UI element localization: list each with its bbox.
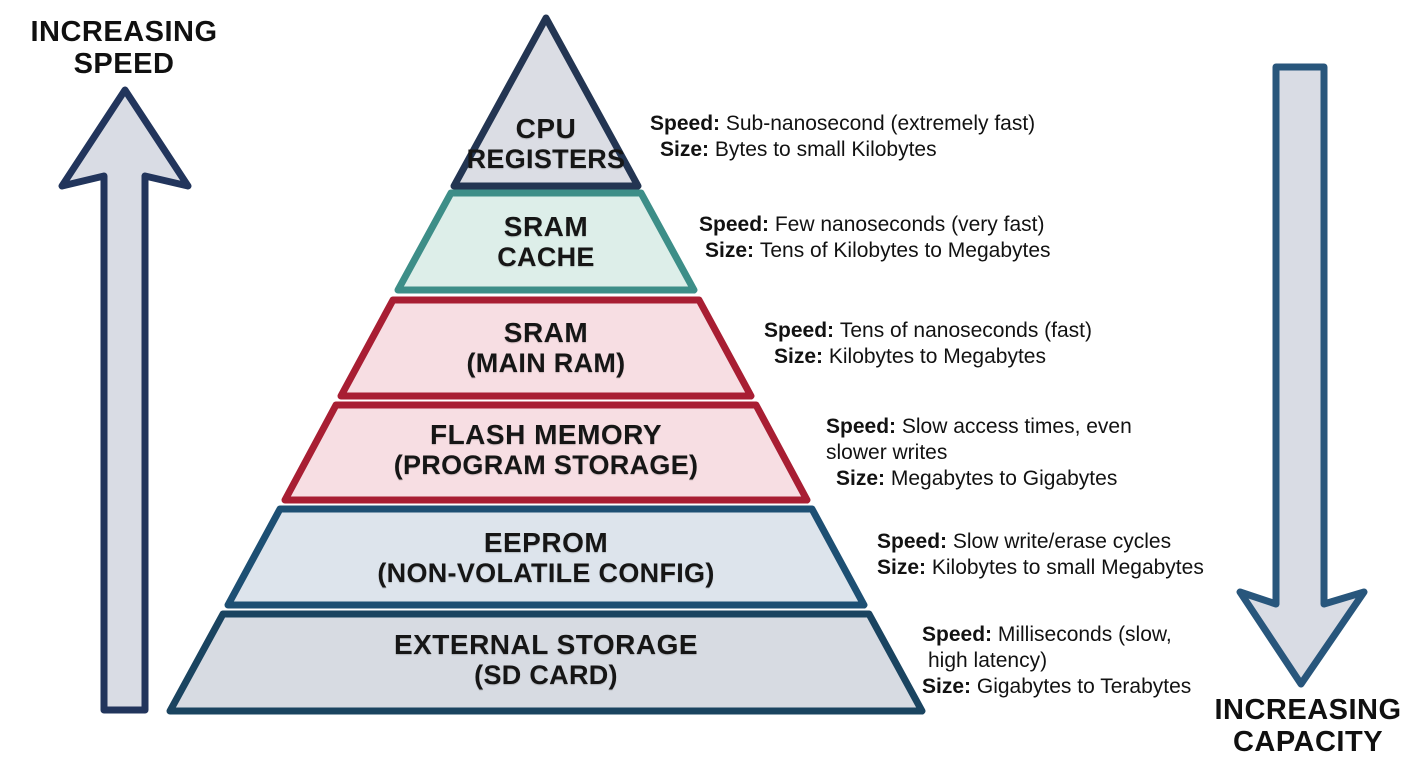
label-line: (NON-VOLATILE CONFIG) [377, 558, 715, 588]
size-value: Gigabytes to Terabytes [976, 675, 1192, 698]
pyramid-level-eeprom [224, 505, 868, 609]
speed-label: Speed: [877, 530, 948, 553]
increasing-speed-line1: INCREASING [30, 16, 218, 48]
label-line: (SD CARD) [474, 660, 618, 690]
size-line: Size:Bytes to small Kilobytes [650, 137, 1035, 163]
speed-line: Speed:Slow access times, even [826, 414, 1132, 440]
pyramid-level-flash-memory [281, 401, 811, 504]
speed-value: Few nanoseconds (very fast) [774, 213, 1045, 236]
pyramid-level-sram-cache [394, 189, 698, 294]
size-line: Size:Tens of Kilobytes to Megabytes [699, 238, 1051, 264]
increasing-speed-arrow-icon [58, 86, 192, 714]
size-value: Kilobytes to Megabytes [828, 345, 1046, 368]
speed-value-continued: high latency) [928, 649, 1048, 672]
speed-line: Speed:Milliseconds (slow, [922, 622, 1191, 648]
label-line: FLASH MEMORY [429, 419, 663, 450]
annotation-sram-cache: Speed:Few nanoseconds (very fast) Size:T… [699, 212, 1051, 264]
label-flash-memory: FLASH MEMORY (PROGRAM STORAGE) [393, 419, 699, 481]
annotation-external-storage: Speed:Milliseconds (slow, high latency) … [922, 622, 1191, 700]
size-line: Size:Kilobytes to Megabytes [764, 344, 1092, 370]
speed-label: Speed: [699, 213, 770, 236]
speed-label: Speed: [650, 112, 721, 135]
annotation-sram-main-ram: Speed:Tens of nanoseconds (fast) Size:Ki… [764, 318, 1092, 370]
label-line: SRAM [503, 211, 589, 242]
increasing-capacity-line2: CAPACITY [1232, 726, 1384, 758]
speed-line: Speed:Few nanoseconds (very fast) [699, 212, 1051, 238]
increasing-capacity-arrow-icon [1236, 63, 1368, 688]
size-label: Size: [774, 345, 824, 368]
speed-line: Speed:Sub-nanosecond (extremely fast) [650, 111, 1035, 137]
label-line: CACHE [497, 242, 595, 272]
increasing-capacity-line1: INCREASING [1214, 694, 1402, 726]
increasing-speed-title: INCREASING SPEED [30, 16, 217, 80]
speed-value-continued: slower writes [826, 441, 948, 464]
speed-label: Speed: [764, 319, 835, 342]
size-value: Megabytes to Gigabytes [890, 467, 1118, 490]
label-line: CPU [515, 113, 577, 144]
size-label: Size: [877, 556, 927, 579]
label-line: (MAIN RAM) [466, 348, 626, 378]
label-line: SRAM [503, 317, 589, 348]
size-line: Size:Gigabytes to Terabytes [922, 674, 1191, 700]
annotation-eeprom: Speed:Slow write/erase cycles Size:Kilob… [877, 529, 1204, 581]
pyramid-level-sram-main-ram [337, 296, 755, 400]
pyramid-level-cpu-registers [450, 14, 642, 190]
speed-value: Tens of nanoseconds (fast) [839, 319, 1093, 342]
size-label: Size: [705, 239, 755, 262]
speed-label: Speed: [922, 623, 993, 646]
size-label: Size: [660, 138, 710, 161]
label-external-storage: EXTERNAL STORAGE (SD CARD) [393, 629, 699, 691]
increasing-capacity-title: INCREASING CAPACITY [1214, 694, 1401, 758]
speed-line: Speed:Slow write/erase cycles [877, 529, 1204, 555]
speed-value: Slow access times, even [901, 415, 1132, 438]
size-label: Size: [836, 467, 886, 490]
speed-value: Sub-nanosecond (extremely fast) [725, 112, 1036, 135]
speed-value: Milliseconds (slow, [997, 623, 1172, 646]
speed-line: Speed:Tens of nanoseconds (fast) [764, 318, 1092, 344]
speed-line-2: high latency) [922, 648, 1191, 674]
size-value: Bytes to small Kilobytes [714, 138, 937, 161]
label-line: EEPROM [483, 527, 609, 558]
size-line: Size:Kilobytes to small Megabytes [877, 555, 1204, 581]
label-sram-main-ram: SRAM (MAIN RAM) [466, 317, 626, 379]
size-label: Size: [922, 675, 972, 698]
speed-value: Slow write/erase cycles [952, 530, 1172, 553]
speed-line-2: slower writes [826, 440, 1132, 466]
annotation-cpu-registers: Speed:Sub-nanosecond (extremely fast) Si… [650, 111, 1035, 163]
label-sram-cache: SRAM CACHE [497, 211, 595, 273]
size-value: Tens of Kilobytes to Megabytes [759, 239, 1051, 262]
annotation-flash-memory: Speed:Slow access times, even slower wri… [826, 414, 1132, 492]
size-line: Size:Megabytes to Gigabytes [826, 466, 1132, 492]
size-value: Kilobytes to small Megabytes [931, 556, 1204, 579]
label-line: (PROGRAM STORAGE) [393, 450, 699, 480]
increasing-speed-line2: SPEED [73, 48, 175, 80]
label-line: EXTERNAL STORAGE [393, 629, 699, 660]
label-cpu-registers: CPU REGISTERS [466, 113, 626, 175]
pyramid-level-external-storage [166, 610, 926, 715]
label-eeprom: EEPROM (NON-VOLATILE CONFIG) [377, 527, 715, 589]
speed-label: Speed: [826, 415, 897, 438]
label-line: REGISTERS [466, 144, 626, 174]
